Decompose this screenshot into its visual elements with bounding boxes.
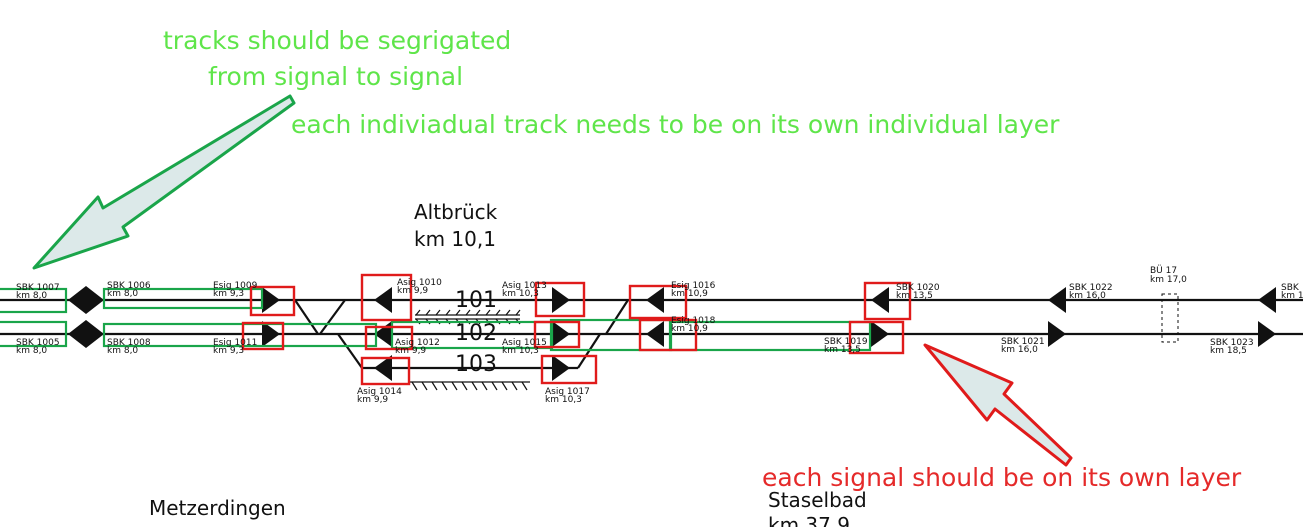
signal-sbk1020-icon (871, 287, 889, 313)
label-sbk1008-name: SBK 1008 (107, 338, 151, 348)
green-arrow-icon (32, 94, 296, 270)
label-asig1013-km: km 10,3 (502, 289, 539, 299)
label-sbk1020-name: SBK 1020 (896, 283, 940, 293)
label-sbk1022-name: SBK 1022 (1069, 283, 1113, 293)
signal-box (534, 281, 586, 318)
label-sbk1021-km: km 16,0 (1001, 345, 1038, 355)
label-asig1012-name: Asig 1012 (395, 338, 440, 348)
signal-box (628, 284, 688, 320)
signal-esig1011-icon (262, 321, 280, 347)
label-sbk1021-name: SBK 1021 (1001, 337, 1045, 347)
signal-box (848, 320, 905, 355)
track-segment-box (0, 287, 68, 314)
label-bu17-name: BÜ 17 (1150, 265, 1177, 276)
signal-sbk1023-icon (1258, 321, 1276, 347)
signal-asig1017-icon (552, 355, 570, 381)
signal-esig1016-icon (646, 287, 664, 313)
signal-box (360, 356, 411, 386)
station-metzerdingen-name: Metzerdingen (149, 496, 286, 520)
signal-labels: SBK 1007 km 8,0 SBK 1005 km 8,0 SBK 1006… (16, 265, 1303, 405)
layer-note: each indiviadual track needs to be on it… (291, 110, 1060, 139)
signal-box (360, 273, 413, 322)
label-bu17-km: km 17,0 (1150, 275, 1187, 285)
track-segment-box (668, 320, 872, 352)
signal-asig1015-icon (552, 321, 570, 347)
label-sbk1023-name: SBK 1023 (1210, 338, 1254, 348)
station-staselbad-name: Staselbad (768, 488, 867, 512)
signal-box (241, 321, 285, 351)
station-altbruck-km: km 10,1 (414, 227, 496, 251)
block-signal-1007-1005-icon (68, 286, 104, 348)
label-asig1014-km: km 9,9 (357, 395, 388, 405)
label-sbk-edge-km: km 1 (1281, 291, 1303, 301)
label-asig1017-name: Asig 1017 (545, 387, 590, 397)
signal-box (249, 285, 296, 317)
label-esig1009-km: km 9,3 (213, 289, 244, 299)
track-segment-box (102, 287, 264, 310)
label-esig1016-km: km 10,9 (671, 289, 708, 299)
label-sbk-edge-name: SBK (1281, 283, 1300, 293)
label-sbk1006-km: km 8,0 (107, 289, 138, 299)
label-sbk1007-name: SBK 1007 (16, 283, 60, 293)
track-segment-box (102, 322, 378, 348)
label-esig1016-name: Esig 1016 (671, 281, 716, 291)
signal-sbk1022-icon (1048, 287, 1066, 313)
label-sbk1023-km: km 18,5 (1210, 346, 1247, 356)
signal-esig1018-icon (646, 321, 664, 347)
level-crossing-icon (1161, 293, 1179, 343)
signal-sbk-edge-icon (1258, 287, 1276, 313)
label-sbk1005-name: SBK 1005 (16, 338, 60, 348)
signal-sbk1019-icon (871, 321, 889, 347)
label-asig1015-km: km 10,3 (502, 346, 539, 356)
signal-asig1010-icon (374, 287, 392, 313)
station-altbruck-name: Altbrück (414, 200, 498, 224)
segregation-note-line1: tracks should be segrigated (163, 26, 512, 55)
label-esig1011-km: km 9,3 (213, 346, 244, 356)
signal-box (863, 281, 912, 321)
signal-esig1009-icon (262, 287, 280, 313)
label-esig1018-km: km 10,9 (671, 324, 708, 334)
signal-boxes (241, 273, 912, 386)
station-staselbad-km: km 37,9 (768, 513, 850, 527)
track-segment-boxes (0, 287, 872, 352)
label-esig1011-name: Esig 1011 (213, 338, 257, 348)
label-asig1015-name: Asig 1015 (502, 338, 547, 348)
label-sbk1007-km: km 8,0 (16, 291, 47, 301)
signal-box (364, 325, 414, 351)
red-arrow-icon (923, 343, 1073, 467)
label-sbk1005-km: km 8,0 (16, 346, 47, 356)
label-asig1010-name: Asig 1010 (397, 278, 442, 288)
signal-box (533, 320, 581, 349)
signal-layer-note: each signal should be on its own layer (762, 463, 1242, 492)
label-sbk1019-km: km 13,5 (824, 345, 861, 355)
signal-asig1014-icon (374, 355, 392, 381)
label-sbk1006-name: SBK 1006 (107, 281, 151, 291)
label-asig1013-name: Asig 1013 (502, 281, 547, 291)
label-sbk1019-name: SBK 1019 (824, 337, 868, 347)
label-sbk1022-km: km 16,0 (1069, 291, 1106, 301)
signal-box (540, 354, 598, 385)
signal-asig1013-icon (552, 287, 570, 313)
signal-box (638, 318, 698, 352)
label-asig1014-name: Asig 1014 (357, 387, 402, 397)
segregation-note-line2: from signal to signal (208, 62, 464, 91)
label-esig1009-name: Esig 1009 (213, 281, 258, 291)
label-asig1012-km: km 9,9 (395, 346, 426, 356)
label-esig1018-name: Esig 1018 (671, 316, 716, 326)
signal-sbk1021-icon (1048, 321, 1066, 347)
track-segment-box (0, 320, 68, 348)
track-103-label: 103 (455, 352, 497, 377)
label-sbk1008-km: km 8,0 (107, 346, 138, 356)
label-sbk1020-km: km 13,5 (896, 291, 933, 301)
label-asig1017-km: km 10,3 (545, 395, 582, 405)
label-asig1010-km: km 9,9 (397, 286, 428, 296)
